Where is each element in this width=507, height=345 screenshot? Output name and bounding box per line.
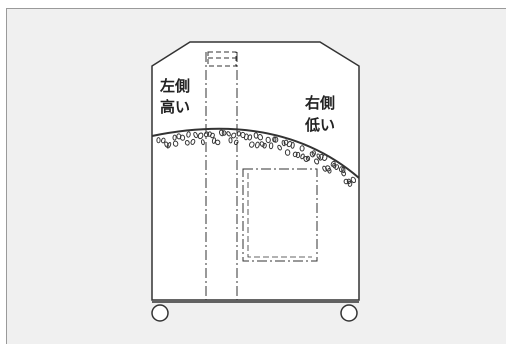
cabinet-outline (151, 41, 360, 301)
bubble-particle (338, 166, 344, 173)
bubble-particle (290, 142, 295, 149)
right-label-line1: 右側 (305, 94, 335, 112)
window-panel-inner (247, 173, 312, 258)
bubble-particle (200, 139, 205, 146)
bubble-particles (156, 129, 357, 187)
bubble-particle (228, 137, 233, 144)
bubble-particle (334, 164, 339, 170)
bubble-particle (341, 166, 346, 174)
bubble-particle (347, 180, 353, 187)
bubble-particle (172, 140, 179, 147)
left-label-line1: 左側 (159, 77, 190, 95)
left-label-line2: 高い (160, 98, 190, 116)
bubble-particle (343, 178, 349, 185)
bubble-particle (197, 132, 204, 140)
surface-curve (151, 127, 360, 179)
bubble-particle (210, 132, 215, 139)
bubble-particle (277, 144, 282, 151)
bubble-particle (161, 137, 166, 144)
bubble-particle (295, 151, 301, 159)
caster-left (151, 304, 169, 322)
bubble-particle (190, 138, 196, 145)
bubble-particle (184, 140, 190, 146)
bubble-particle (265, 136, 271, 144)
window-panel (242, 168, 318, 262)
bubble-particle (303, 155, 309, 163)
bubble-particle (233, 139, 239, 146)
bubble-particle (309, 151, 315, 158)
bubble-particle (193, 131, 198, 139)
bubble-particle (321, 154, 328, 161)
bubble-particle (186, 131, 191, 138)
bubble-particle (262, 142, 267, 149)
bubble-particle (249, 141, 255, 148)
bubble-particle (247, 134, 253, 141)
dashdot-column (205, 52, 238, 300)
bubble-particle (325, 165, 331, 172)
bubble-particle (330, 160, 336, 167)
bubble-particle (218, 129, 225, 137)
bubble-particle (166, 142, 172, 149)
bubble-particle (341, 170, 346, 177)
column-cap (207, 51, 237, 67)
bubble-particle (305, 155, 311, 162)
bubble-particle (215, 139, 221, 146)
bubble-particle (231, 132, 237, 139)
bubble-particle (314, 158, 320, 165)
bubble-particle (255, 141, 260, 149)
bubble-particle (299, 145, 305, 152)
bubble-particle (226, 131, 231, 137)
bubble-particle (284, 149, 291, 156)
bubble-particle (281, 140, 286, 147)
bubble-particle (257, 134, 263, 141)
bubble-particle (292, 151, 298, 158)
bubble-particle (268, 142, 274, 150)
bubble-particle (156, 137, 161, 144)
bubble-particle (273, 136, 279, 143)
caster-right (340, 304, 358, 322)
bubble-particle (203, 131, 210, 138)
bubble-particle (350, 176, 357, 184)
right-label-line2: 低い (304, 116, 335, 134)
bubble-particle (311, 150, 316, 156)
bubble-particle (172, 134, 177, 141)
bubble-particle (179, 134, 186, 141)
bubble-particle (327, 168, 332, 174)
bubble-particle (221, 130, 227, 136)
